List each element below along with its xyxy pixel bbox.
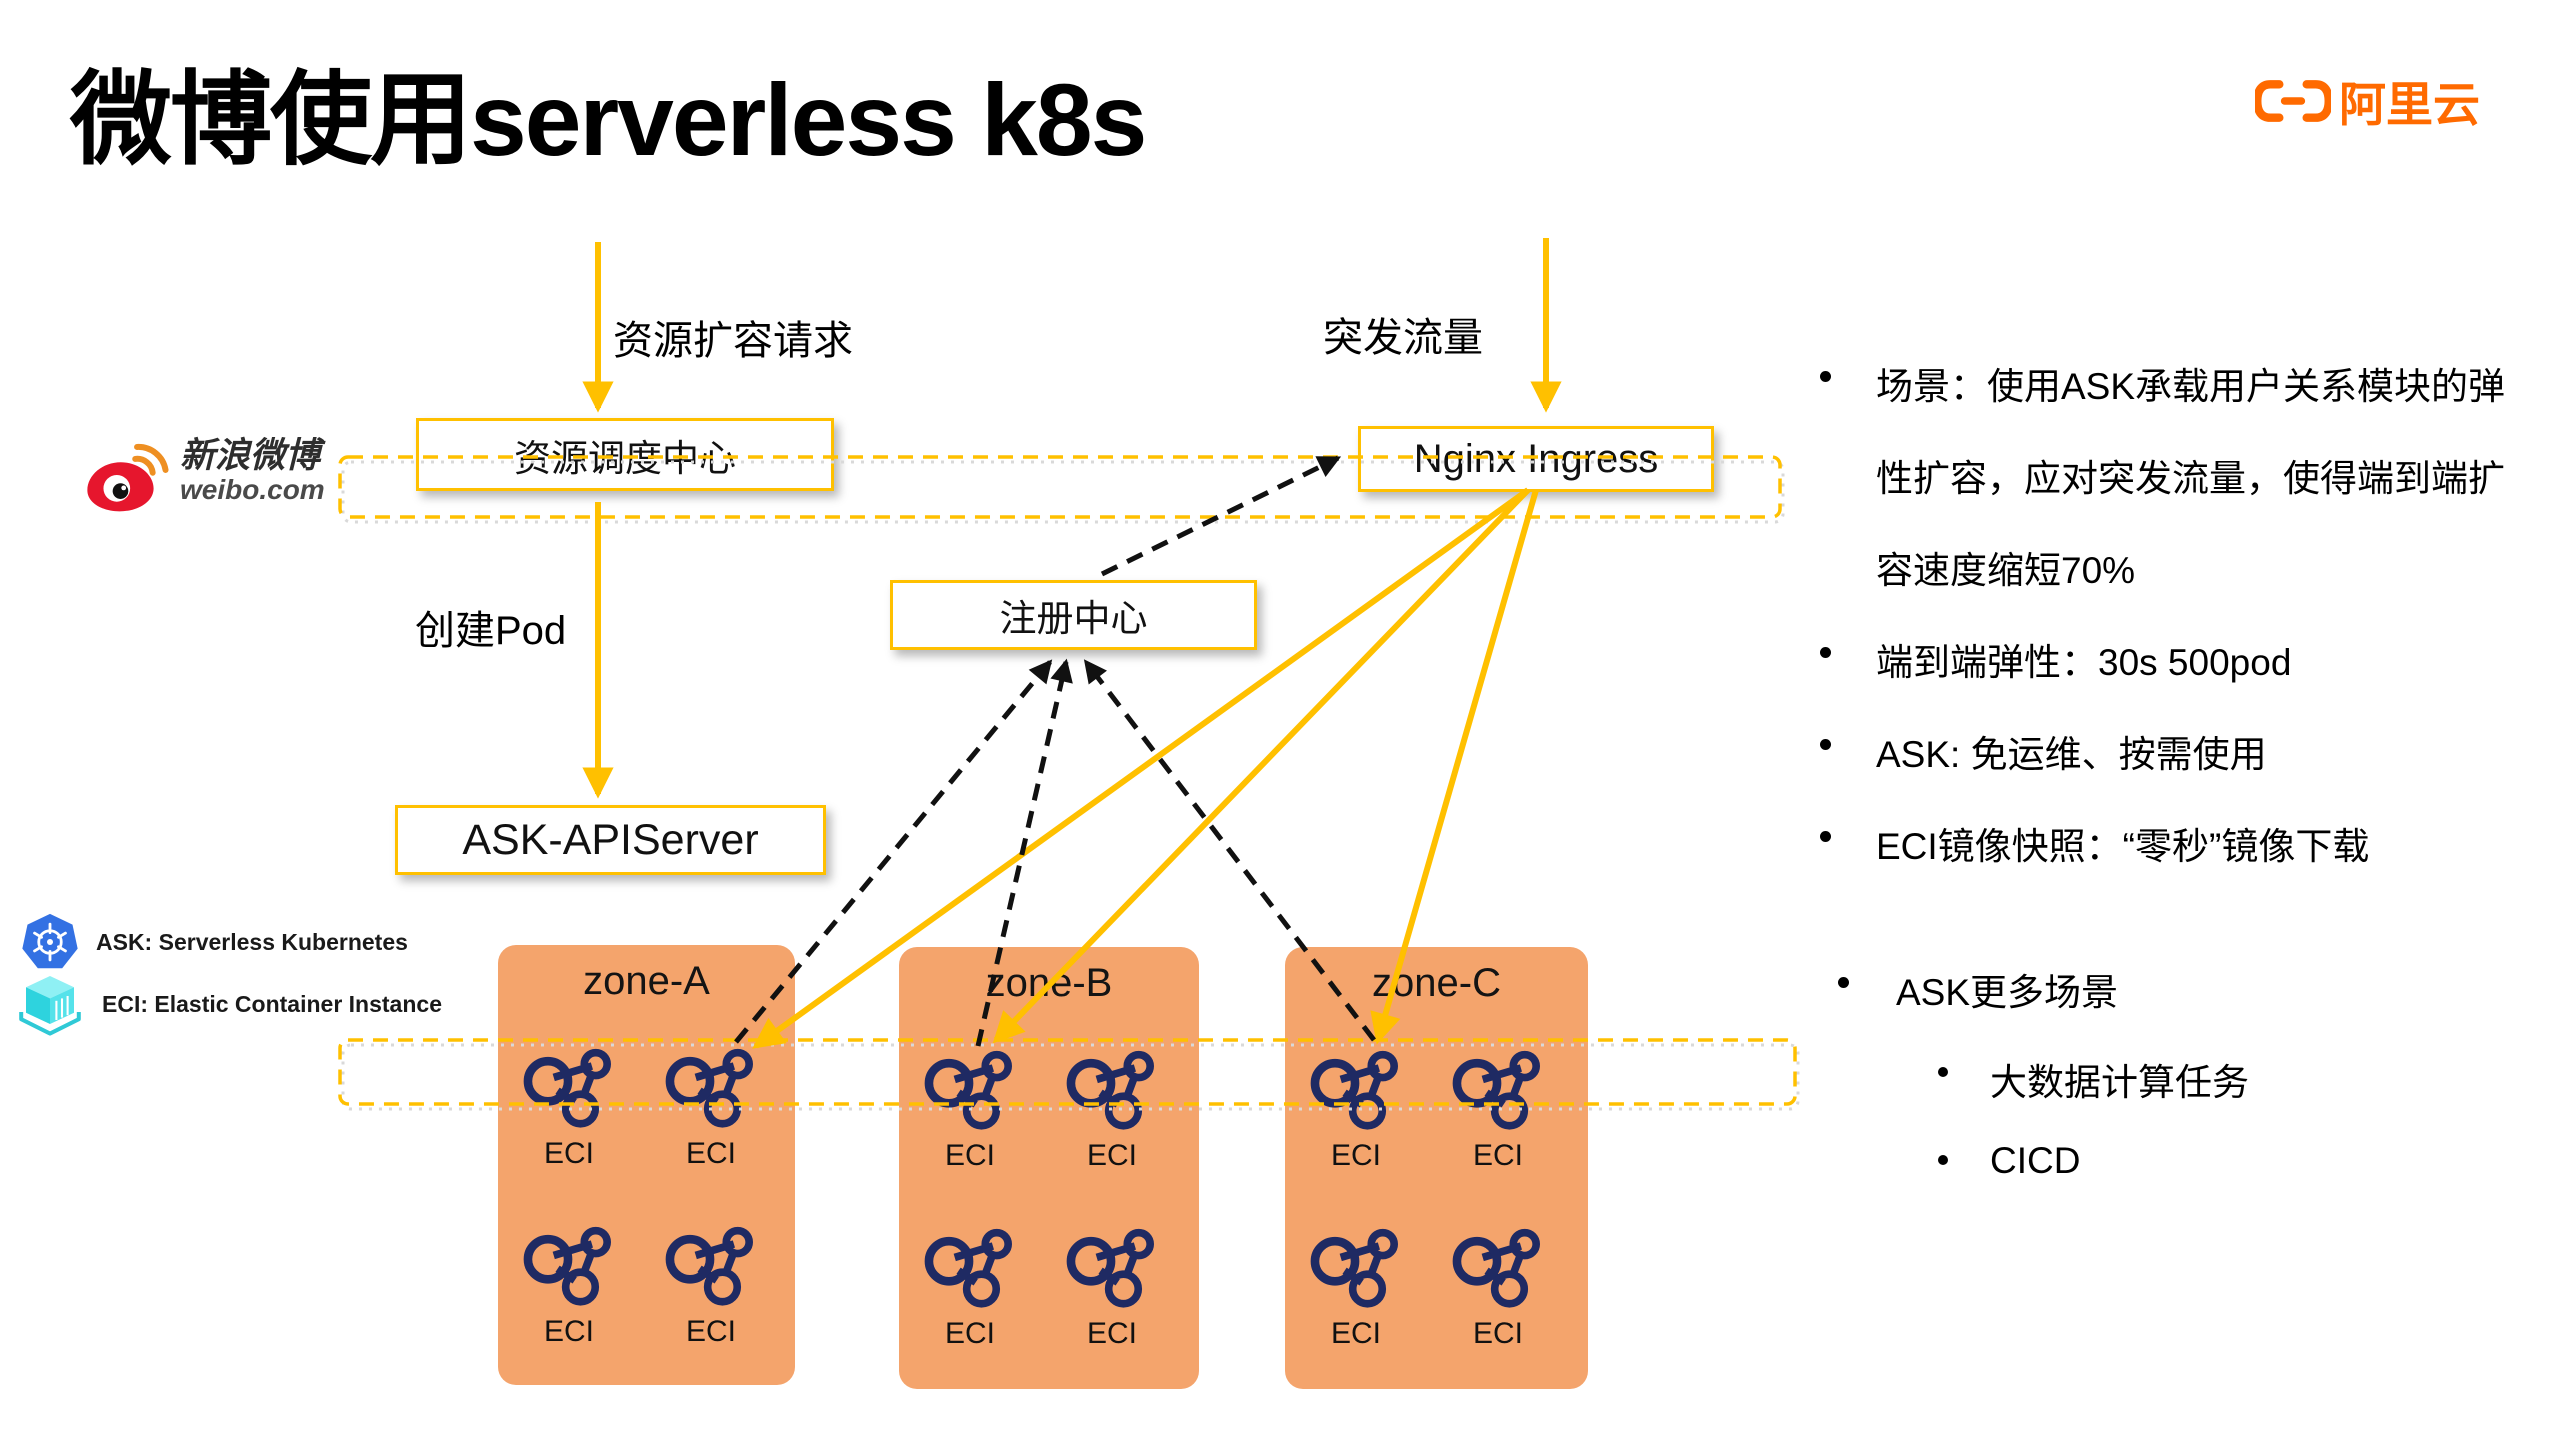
eci-pod-icon [922, 1047, 1018, 1131]
eci-instance-label: ECI [1330, 1317, 1381, 1350]
legend-ask: ASK: Serverless Kubernetes [20, 912, 408, 972]
eci-instance-label: ECI [543, 1315, 594, 1348]
eci-pod-icon [922, 1225, 1018, 1309]
eci-instance: ECI [1437, 1047, 1559, 1173]
zone-c-title: zone-C [1372, 961, 1501, 1005]
note-eci-snapshot: ECI镜像快照：“零秒”镜像下载 [1876, 826, 2370, 867]
zone-a: zone-A ECI ECI ECI ECI [498, 945, 795, 1385]
eci-instance: ECI [1295, 1225, 1417, 1351]
weibo-logo: 新浪微博 weibo.com [80, 436, 325, 524]
legend-eci: ECI: Elastic Container Instance [14, 972, 442, 1036]
bullet-dot [1838, 977, 1849, 988]
bullet-dot [1820, 831, 1831, 842]
bullet-dot [1820, 647, 1831, 658]
note-elasticity: 端到端弹性：30s 500pod [1876, 642, 2292, 683]
eci-instance-label: ECI [1472, 1139, 1523, 1172]
eci-instance: ECI [650, 1223, 772, 1349]
eci-pod-icon [521, 1045, 617, 1129]
node-resource-scheduler: 资源调度中心 [416, 418, 834, 491]
eci-instance: ECI [650, 1045, 772, 1171]
eci-instance: ECI [1051, 1225, 1173, 1351]
page-title: 微博使用serverless k8s [70, 63, 1147, 177]
alibaba-cloud-brackets-icon [2255, 79, 2331, 122]
eci-pod-icon [1064, 1047, 1160, 1131]
bullet-dot [1938, 1155, 1948, 1165]
eci-instance: ECI [508, 1223, 630, 1349]
eci-instance: ECI [1051, 1047, 1173, 1173]
node-nginx-ingress: Nginx Ingress [1358, 426, 1714, 492]
eci-pod-icon [1450, 1047, 1546, 1131]
note-ask: ASK: 免运维、按需使用 [1876, 734, 2267, 775]
zone-a-title: zone-A [583, 959, 710, 1003]
eci-pod-icon [1308, 1047, 1404, 1131]
label-create-pod: 创建Pod [415, 609, 567, 653]
note-scenario-line1: 场景：使用ASK承载用户关系模块的弹 [1876, 366, 2506, 407]
eci-instance-label: ECI [944, 1139, 995, 1172]
bullet-dot [1820, 739, 1831, 750]
container-instance-icon [19, 976, 81, 1036]
weibo-domain: weibo.com [180, 473, 325, 505]
bullet-dot [1938, 1067, 1948, 1077]
eci-instance: ECI [508, 1045, 630, 1171]
bullet-dot [1820, 371, 1831, 382]
weibo-name-cn: 新浪微博 [180, 436, 321, 475]
node-ask-apiserver: ASK-APIServer [395, 805, 826, 875]
eci-pod-icon [1450, 1225, 1546, 1309]
eci-instance: ECI [909, 1225, 1031, 1351]
eci-instance-label: ECI [685, 1137, 736, 1170]
eci-pod-icon [1308, 1225, 1404, 1309]
eci-instance-label: ECI [685, 1315, 736, 1348]
note-more-title: ASK更多场景 [1896, 972, 2119, 1013]
weibo-eye-icon [87, 443, 169, 512]
eci-instance: ECI [1437, 1225, 1559, 1351]
legend-ask-text: ASK: Serverless Kubernetes [96, 928, 408, 955]
arrow-registry-to-ingress [1100, 455, 1342, 577]
alibaba-cloud-logo: 阿里云 [2255, 66, 2480, 135]
eci-instance-label: ECI [944, 1317, 995, 1350]
note-more-item-bigdata: 大数据计算任务 [1990, 1062, 2249, 1103]
label-scale-request: 资源扩容请求 [613, 319, 853, 363]
eci-instance-label: ECI [1472, 1317, 1523, 1350]
kubernetes-icon [22, 913, 78, 969]
label-burst-traffic: 突发流量 [1323, 316, 1483, 360]
node-registry-center: 注册中心 [890, 580, 1257, 650]
zone-c: zone-C ECI ECI ECI ECI [1285, 947, 1588, 1389]
eci-instance: ECI [909, 1047, 1031, 1173]
note-scenario-line3: 容速度缩短70% [1876, 550, 2136, 591]
eci-instance: ECI [1295, 1047, 1417, 1173]
legend-eci-text: ECI: Elastic Container Instance [102, 990, 442, 1017]
note-more-item-cicd: CICD [1990, 1140, 2081, 1181]
eci-pod-icon [663, 1045, 759, 1129]
eci-instance-label: ECI [1086, 1317, 1137, 1350]
weibo-wordmark: 新浪微博 weibo.com [180, 436, 325, 505]
alibaba-cloud-wordmark: 阿里云 [2339, 78, 2480, 131]
zone-b-title: zone-B [985, 961, 1113, 1005]
eci-instance-label: ECI [543, 1137, 594, 1170]
note-scenario-line2: 性扩容，应对突发流量，使得端到端扩 [1876, 458, 2505, 499]
eci-instance-label: ECI [1330, 1139, 1381, 1172]
zone-b: zone-B ECI ECI ECI ECI [899, 947, 1199, 1389]
eci-instance-label: ECI [1086, 1139, 1137, 1172]
eci-pod-icon [521, 1223, 617, 1307]
eci-pod-icon [1064, 1225, 1160, 1309]
eci-pod-icon [663, 1223, 759, 1307]
